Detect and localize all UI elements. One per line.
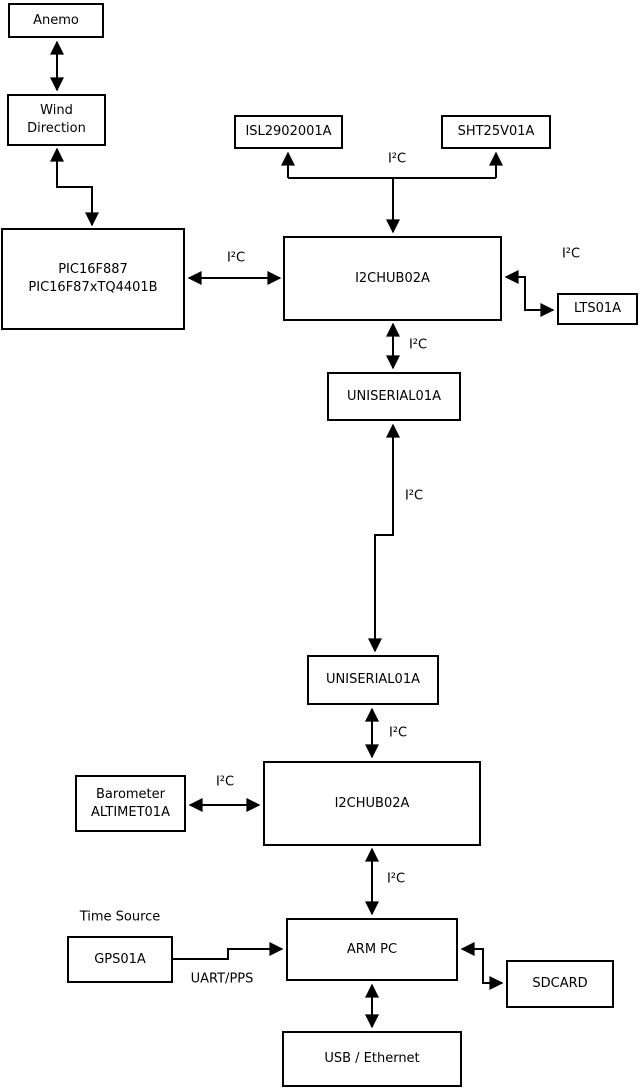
edge-wind-pic [50,147,99,227]
node-gps01a-label: GPS01A [94,951,146,967]
node-anemo: Anemo [8,3,104,38]
node-i2chub02a-lower: I2CHUB02A [263,761,481,846]
bus-label-i2c-uniserial-link: I²C [404,488,424,504]
bus-label-i2c-hub1-uniserial1: I²C [408,337,428,353]
node-uniserial01a-upper-label: UNISERIAL01A [347,388,441,404]
node-wind-direction: Wind Direction [7,94,106,146]
node-sdcard-label: SDCARD [532,976,588,991]
edge-armpc-sdcard [460,942,504,990]
node-sht25v01a: SHT25V01A [441,115,551,149]
node-uniserial01a-lower-label: UNISERIAL01A [326,672,420,687]
node-uniserial01a-lower: UNISERIAL01A [307,655,439,705]
node-uniserial01a-upper: UNISERIAL01A [327,372,461,421]
uart-pps-label: UART/PPS [190,971,254,987]
node-barometer-altimet01a: Barometer ALTIMET01A [75,775,186,832]
bus-label-i2c-barometer-hub2: I²C [215,774,235,790]
node-i2chub02a-upper: I2CHUB02A [283,236,502,321]
edge-gps-armpc [173,942,284,960]
node-pic16f887-label: PIC16F887 PIC16F87xTQ4401B [28,262,158,295]
node-i2chub02a-upper-label: I2CHUB02A [355,270,430,286]
time-source-label: Time Source [79,909,161,925]
bus-label-i2c-lts: I²C [561,246,581,262]
node-isl2902001a: ISL2902001A [234,115,343,149]
node-isl2902001a-label: ISL2902001A [245,124,332,139]
node-sdcard: SDCARD [506,960,614,1008]
node-anemo-label: Anemo [33,12,79,28]
node-lts01a-label: LTS01A [573,301,622,316]
node-lts01a: LTS01A [557,293,638,325]
node-wind-direction-label: Wind Direction [27,103,86,136]
node-usb-ethernet-label: USB / Ethernet [324,1051,420,1066]
bus-label-i2c-pic-hub1: I²C [226,250,246,266]
edge-uniserial1-uniserial2 [368,423,400,653]
node-i2chub02a-lower-label: I2CHUB02A [334,795,410,811]
node-usb-ethernet: USB / Ethernet [282,1031,462,1087]
node-pic16f887: PIC16F887 PIC16F87xTQ4401B [1,228,185,330]
node-gps01a: GPS01A [67,936,173,983]
bus-label-i2c-uniserial2-hub2: I²C [388,725,408,741]
node-sht25v01a-label: SHT25V01A [457,124,535,139]
node-arm-pc: ARM PC [286,918,458,981]
bus-label-i2c-hub2-armpc: I²C [386,871,406,887]
node-arm-pc-label: ARM PC [346,941,398,957]
edge-hub1-lts [504,270,555,317]
node-barometer-altimet01a-label: Barometer ALTIMET01A [91,786,170,820]
bus-label-i2c-sensor-bus: I²C [387,151,407,167]
